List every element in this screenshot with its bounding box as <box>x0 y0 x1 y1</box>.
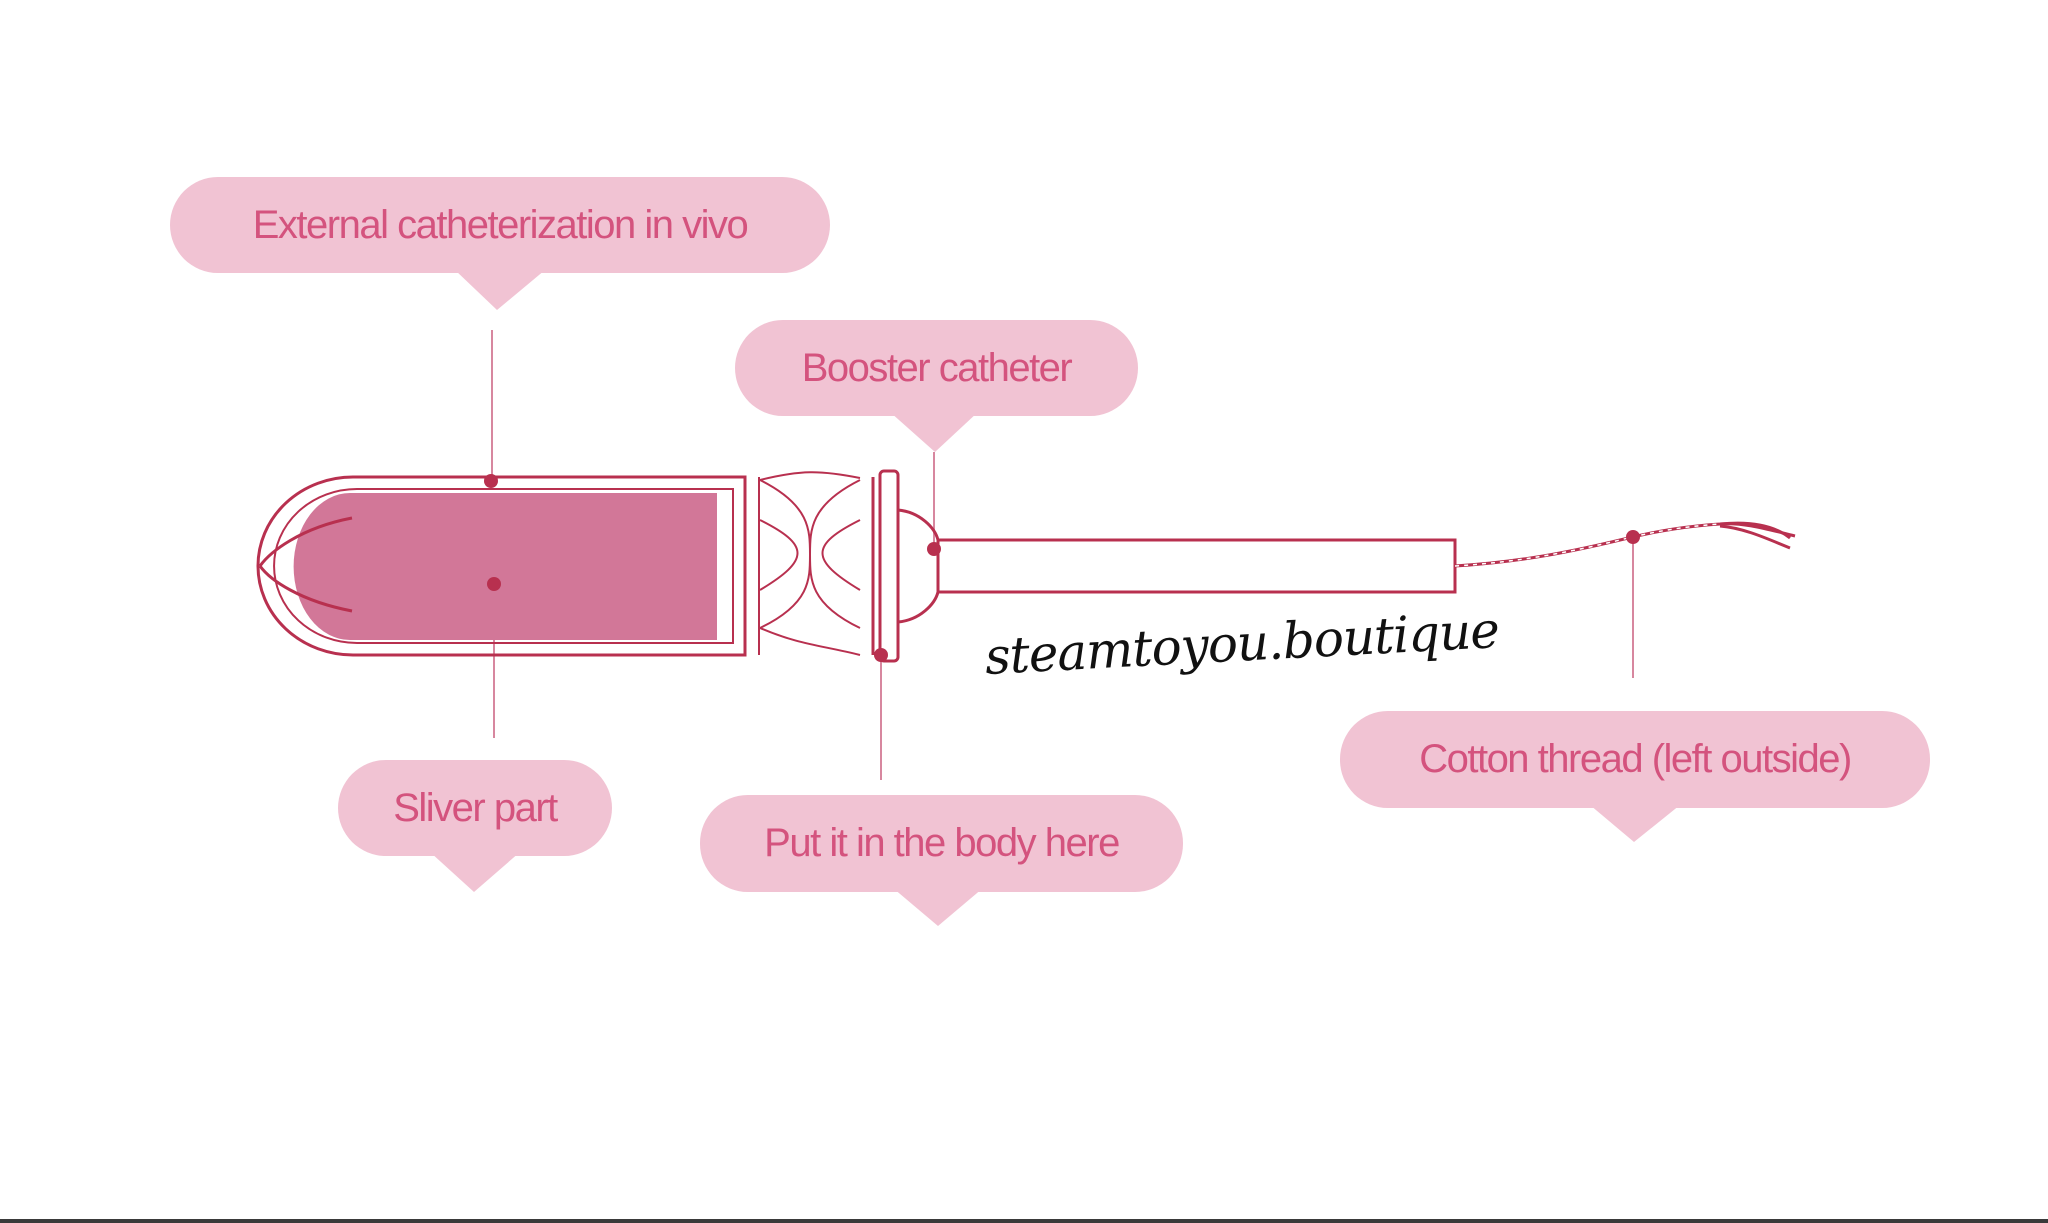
collar-ring <box>878 469 900 663</box>
cotton-thread-fray-1 <box>1719 522 1796 538</box>
callout-booster-catheter: Booster catheter <box>735 320 1138 416</box>
cotton-thread-fray-2 <box>1719 524 1791 550</box>
callout-external-label: External catheterization in vivo <box>252 202 749 247</box>
absorbent-core <box>293 493 717 640</box>
callout-external-catheterization: External catheterization in vivo <box>170 177 830 273</box>
callout-pointer-booster <box>890 412 978 452</box>
callout-pointer-sliver <box>430 852 520 892</box>
callout-put-in-body: Put it in the body here <box>700 795 1183 892</box>
callout-insert-label: Put it in the body here <box>764 821 1120 865</box>
callout-sliver-part: Sliver part <box>338 760 612 856</box>
callout-pointer-insert <box>893 888 983 926</box>
callout-cotton-thread: Cotton thread (left outside) <box>1340 711 1930 808</box>
callout-pointer-external <box>455 270 545 310</box>
grip-pattern <box>759 471 861 656</box>
tampon-body-outline <box>256 475 747 657</box>
callout-pointer-thread <box>1590 805 1680 842</box>
callout-thread-label: Cotton thread (left outside) <box>1419 737 1852 781</box>
leader-dot-insert <box>874 648 888 662</box>
plunger-tube <box>936 538 1457 594</box>
leader-dot-external <box>484 474 498 488</box>
callout-sliver-label: Sliver part <box>393 785 558 830</box>
leader-dot-thread <box>1626 530 1640 544</box>
callout-booster-label: Booster catheter <box>801 345 1073 390</box>
leader-dot-booster <box>927 542 941 556</box>
tip-petal-upper <box>258 516 353 567</box>
bottom-border <box>0 1219 2048 1223</box>
tampon-tip-inner <box>273 488 734 644</box>
plunger-neck <box>897 508 940 624</box>
tip-petal-lower <box>258 565 353 613</box>
cotton-thread-twist <box>1454 523 1721 567</box>
leader-dot-sliver <box>487 577 501 591</box>
